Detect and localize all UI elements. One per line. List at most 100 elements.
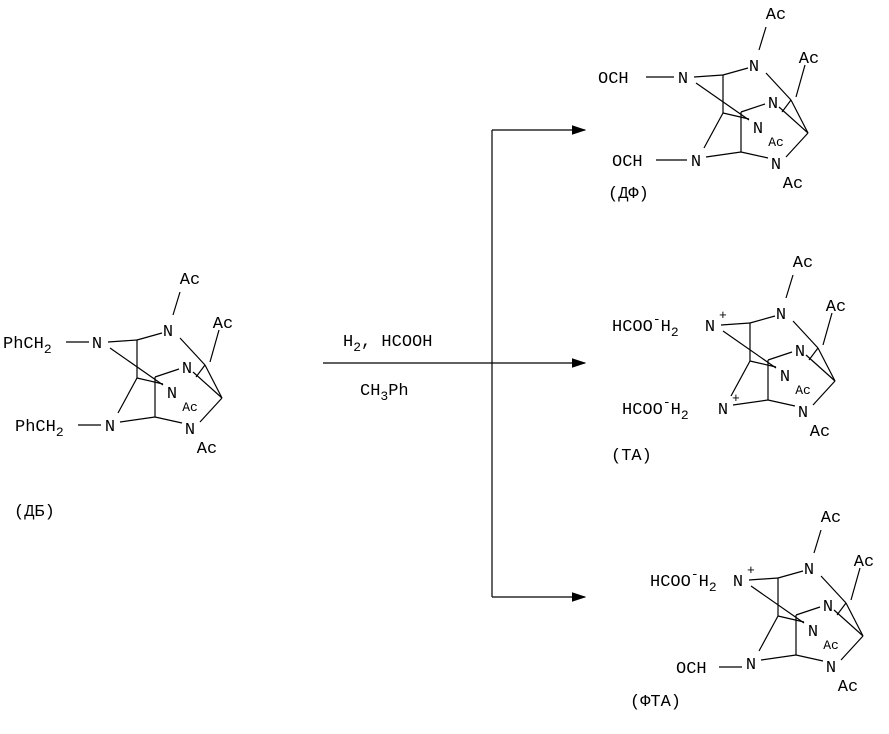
bond: [768, 400, 795, 406]
acetyl-group-label: Ac: [823, 638, 839, 653]
fta-substituent-top: HCOO-H2: [650, 567, 717, 595]
db-label: (ДБ): [14, 503, 55, 522]
bond: [118, 378, 137, 413]
ta-label: (ТА): [611, 447, 652, 466]
acetyl-group-label: Ac: [826, 298, 846, 317]
fta-cage-structure: N+NNAcAcNNAcNAc: [733, 509, 874, 697]
nitrogen-atom-label: N: [798, 404, 808, 423]
nitrogen-atom-label: N: [804, 561, 814, 580]
bond: [155, 417, 182, 423]
positive-charge-label: +: [747, 563, 755, 578]
bond: [137, 378, 163, 384]
acetyl-group-label: Ac: [799, 50, 819, 69]
nitrogen-atom-label: N: [705, 318, 715, 337]
ta-substituent-bottom: HCOO-H2: [622, 395, 689, 423]
bond: [796, 655, 823, 661]
acetyl-group-label: Ac: [795, 383, 811, 398]
positive-charge-label: +: [719, 308, 727, 323]
bond: [173, 292, 180, 315]
bond: [786, 133, 808, 157]
bond: [768, 352, 792, 360]
bond: [750, 316, 775, 323]
bond: [809, 348, 818, 360]
bond: [196, 365, 205, 377]
bond: [750, 361, 776, 367]
df-substituent-top: OCH: [598, 70, 629, 89]
bond: [841, 636, 863, 660]
reagents-line-1: H2, HCOOH: [343, 333, 432, 355]
nitrogen-atom-label: N: [163, 323, 173, 342]
df-cage-structure: NNNAcAcNNAcNAc: [678, 6, 819, 194]
positive-charge-label: +: [732, 391, 740, 406]
nitrogen-atom-label: N: [808, 623, 818, 642]
fta-substituent-bottom: OCH: [676, 660, 707, 679]
df-label: (ДФ): [608, 185, 649, 204]
acetyl-group-label: Ac: [766, 6, 786, 25]
nitrogen-atom-label: N: [718, 401, 728, 420]
acetyl-group-label: Ac: [838, 678, 858, 697]
bond: [851, 568, 860, 600]
acetyl-group-label: Ac: [821, 509, 841, 528]
db-substituent-bottom: PhCH2: [15, 418, 64, 440]
bond: [796, 607, 820, 615]
nitrogen-atom-label: N: [182, 360, 192, 379]
ta-substituent-top: HCOO-H2: [612, 312, 679, 340]
bond: [823, 313, 832, 345]
bond: [706, 152, 741, 157]
nitrogen-atom-label: N: [92, 335, 102, 354]
nitrogen-atom-label: N: [746, 656, 756, 675]
nitrogen-atom-label: N: [823, 598, 833, 617]
acetyl-group-label: Ac: [783, 175, 803, 194]
ta-cage-structure: N+N+NAcAcNNAcNAc: [705, 254, 846, 442]
acetyl-group-label: Ac: [182, 400, 198, 415]
nitrogen-atom-label: N: [105, 418, 115, 437]
nitrogen-atom-label: N: [185, 421, 195, 440]
reagents-line-2: CH3Ph: [360, 382, 409, 404]
bond: [723, 68, 748, 75]
db-substituent-top: PhCH2: [3, 335, 52, 357]
bond: [813, 381, 835, 405]
nitrogen-atom-label: N: [826, 659, 836, 678]
acetyl-group-label: Ac: [793, 254, 813, 273]
nitrogen-atom-label: N: [753, 120, 763, 139]
nitrogen-atom-label: N: [780, 368, 790, 387]
acetyl-group-label: Ac: [768, 135, 784, 150]
bond: [759, 616, 778, 651]
acetyl-group-label: Ac: [197, 440, 217, 459]
bond: [761, 655, 796, 660]
nitrogen-atom-label: N: [691, 153, 701, 172]
bond: [137, 333, 162, 340]
nitrogen-atom-label: N: [749, 58, 759, 77]
bond: [782, 100, 791, 112]
db-cage-structure: NNNAcAcNNAcNAc: [92, 271, 233, 459]
bond: [721, 323, 750, 325]
nitrogen-atom-label: N: [678, 70, 688, 89]
bond: [200, 398, 222, 422]
bond: [846, 603, 863, 636]
nitrogen-atom-label: N: [167, 385, 177, 404]
bond: [741, 104, 765, 112]
bond: [796, 65, 805, 97]
bond: [723, 113, 749, 119]
nitrogen-atom-label: N: [771, 156, 781, 175]
bond: [704, 113, 723, 148]
acetyl-group-label: Ac: [810, 423, 830, 442]
bond: [786, 275, 793, 298]
nitrogen-atom-label: N: [768, 95, 778, 114]
bond: [120, 417, 155, 422]
nitrogen-atom-label: N: [776, 306, 786, 325]
bond: [778, 616, 804, 622]
reaction-arrows: [323, 130, 585, 597]
bond: [155, 369, 179, 377]
bond: [814, 530, 821, 553]
bond: [837, 603, 846, 615]
fta-label: (ФТА): [630, 693, 681, 712]
acetyl-group-label: Ac: [180, 271, 200, 290]
bond: [759, 27, 766, 50]
bond: [741, 152, 768, 158]
nitrogen-atom-label: N: [795, 343, 805, 362]
bond: [818, 348, 835, 381]
bond: [791, 100, 808, 133]
